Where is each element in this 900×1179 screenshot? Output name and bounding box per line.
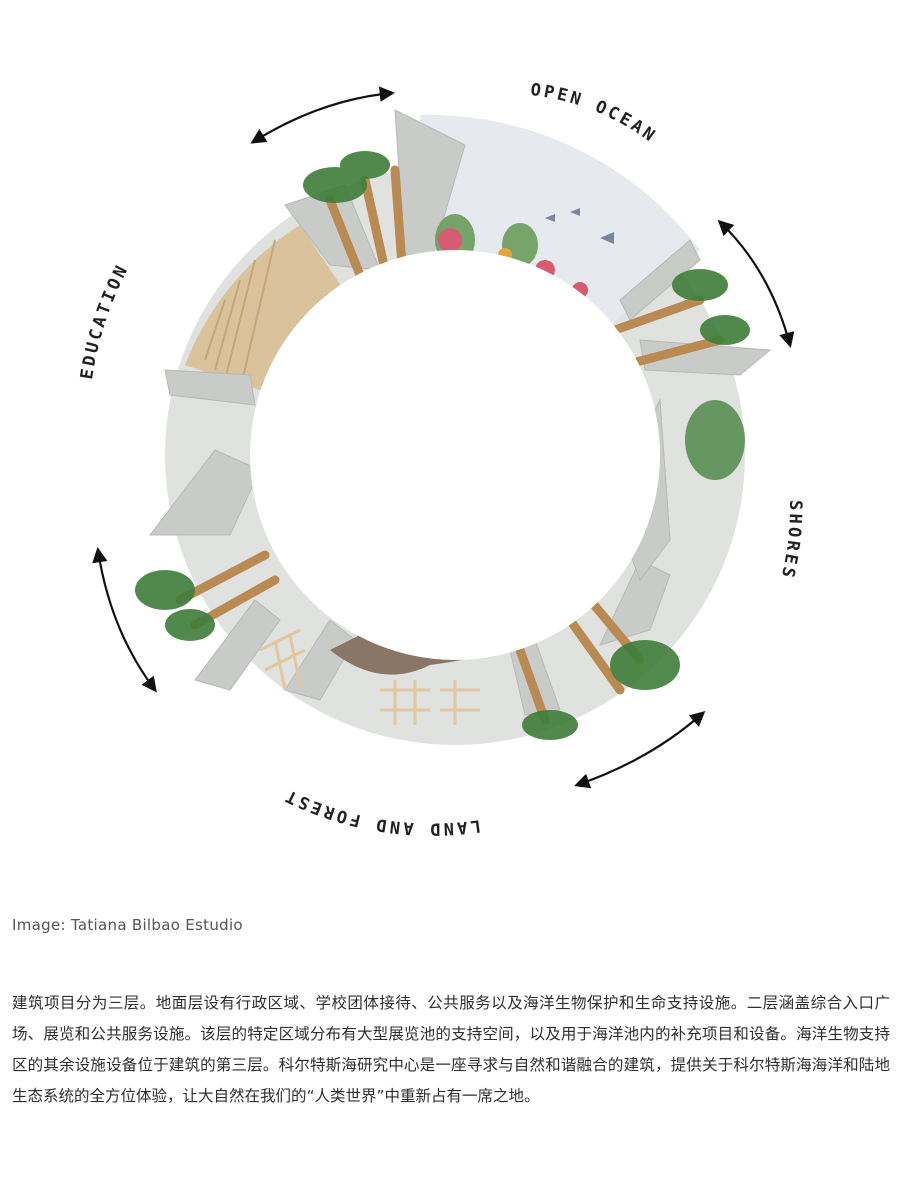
- arrow-bottom-right: [574, 710, 706, 789]
- stair-lines: [204, 239, 276, 391]
- fish: [545, 208, 614, 244]
- cycle-arrows: [92, 86, 795, 789]
- arrow-left: [92, 546, 157, 693]
- article-paragraph: 建筑项目分为三层。地面层设有行政区域、学校团体接待、公共服务以及海洋生物保护和生…: [12, 994, 890, 1105]
- lattice: [259, 628, 480, 725]
- image-credit-caption: Image: Tatiana Bilbao Estudio: [12, 916, 243, 934]
- center-hole: [250, 250, 660, 660]
- ecosystem-ring-diagram: OPEN OCEAN EDUCATION SHORES LAND AND FOR…: [77, 80, 805, 839]
- arrow-top: [250, 86, 396, 144]
- label-education: EDUCATION: [77, 260, 133, 380]
- ring-illustration: [135, 109, 772, 745]
- label-shores: SHORES: [776, 500, 805, 582]
- arrow-right: [717, 219, 795, 348]
- label-land-and-forest: LAND AND FOREST: [280, 784, 482, 838]
